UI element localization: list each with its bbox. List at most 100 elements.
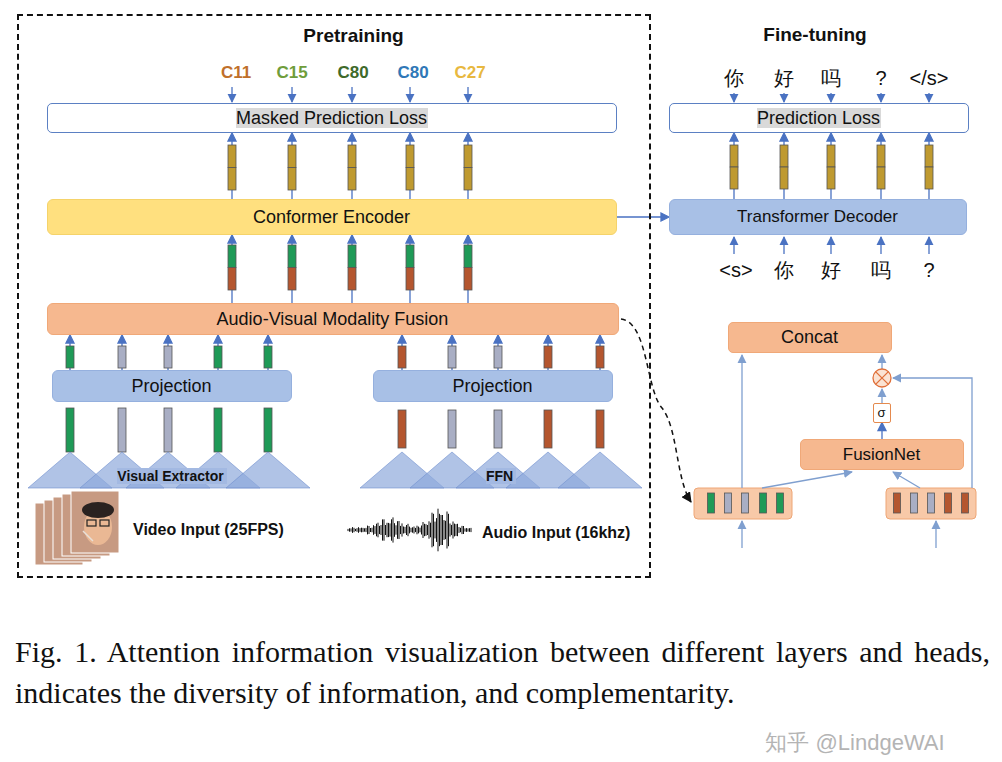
label-anchor: C80 [397,63,428,83]
token-arrow [783,93,784,102]
token-bar [925,167,933,189]
box-label: Transformer Decoder [737,207,899,227]
token-arrow [928,93,929,102]
token-bar [406,145,414,168]
token-bar [118,346,126,368]
text-label: <s> [719,259,752,282]
token-bar [406,268,414,291]
token-bar [228,168,236,191]
token-bar [544,346,552,368]
token-bar [827,145,835,167]
box-label: Prediction Loss [757,108,881,129]
flow-arrow [878,423,886,439]
token-row [694,488,792,519]
token-bar [894,493,901,513]
token-bar [406,168,414,191]
token-bar [725,493,732,513]
label-anchor: 你 [774,257,794,284]
label-anchor: C27 [454,63,485,83]
hair [82,502,114,518]
fusion-box: Audio-Visual Modality Fusion [47,303,619,335]
wire [741,355,742,488]
token-bar [760,493,767,513]
token-arrow [928,237,929,254]
label-anchor: 你 [724,65,744,92]
region-title: Pretraining [19,25,649,47]
token-bar [494,410,502,448]
flow-arrow [730,133,933,199]
triangle [558,452,642,488]
token-bar [777,493,784,513]
token-bar [827,167,835,189]
token-arrow [733,237,734,254]
wire [893,378,972,488]
multiply-symbol [873,369,891,387]
token-bar [708,493,715,513]
token-bar [877,167,885,189]
box-label: Visual Extractor [117,468,226,484]
text-label: 好 [774,65,794,92]
flow-arrow [66,335,272,370]
token-bar [118,408,126,452]
token-arrow [830,93,831,102]
label-anchor: </s> [910,67,949,90]
audio-waveform [348,509,471,552]
token-bar [406,245,414,268]
token-bar [448,346,456,368]
token-bar [911,493,918,513]
token-bar [228,145,236,168]
text-label: C80 [397,63,428,83]
wire [762,472,852,488]
concat-box: Concat [728,322,892,353]
wire [881,389,882,403]
token-bar [66,408,74,452]
token-row [886,488,976,519]
extractor-band: Visual Extractor [32,452,312,488]
token-bar [288,245,296,268]
text-label: 你 [774,257,794,284]
video-frame [71,491,119,553]
token-bar [730,167,738,189]
text-label: 知乎 @LindgeWAI [765,728,944,758]
token-arrow [291,87,292,102]
flow-arrow [398,335,604,370]
text-label: C27 [454,63,485,83]
token-bar [214,346,222,368]
token-bar [398,410,406,448]
token-bar [348,268,356,291]
wire [741,521,742,548]
text-label: ? [923,259,934,282]
flow-arrow [228,235,472,303]
token-bar [228,268,236,291]
frame [71,491,119,553]
token-bar [596,346,604,368]
sigmoid-box: σ [873,403,891,422]
multiply-circle [873,369,891,387]
text-label: C11 [221,63,251,83]
token-bar [945,493,952,513]
ffn-band: FFN [360,452,642,488]
token-bar [348,145,356,168]
text-label: Audio Input (16khz) [482,524,630,542]
label-anchor: 吗 [871,257,891,284]
token-bar [164,408,172,452]
text-label: 好 [821,257,841,284]
token-bar [164,346,172,368]
token-arrow [409,87,410,102]
decoder-box: Transformer Decoder [669,199,967,235]
token-bar [264,408,272,452]
box-label: Audio-Visual Modality Fusion [217,309,450,330]
token-bar [877,145,885,167]
label-anchor: Video Input (25FPS) [133,521,284,539]
label-anchor: 好 [821,257,841,284]
text-label: Video Input (25FPS) [133,521,284,539]
token-arrow [880,93,881,102]
box-label: Concat [781,327,839,348]
token-arrow [231,87,232,102]
glasses [87,520,96,526]
text-label: 你 [724,65,744,92]
token-bar [288,145,296,168]
label-anchor: 好 [774,65,794,92]
label-anchor: ? [923,259,934,282]
